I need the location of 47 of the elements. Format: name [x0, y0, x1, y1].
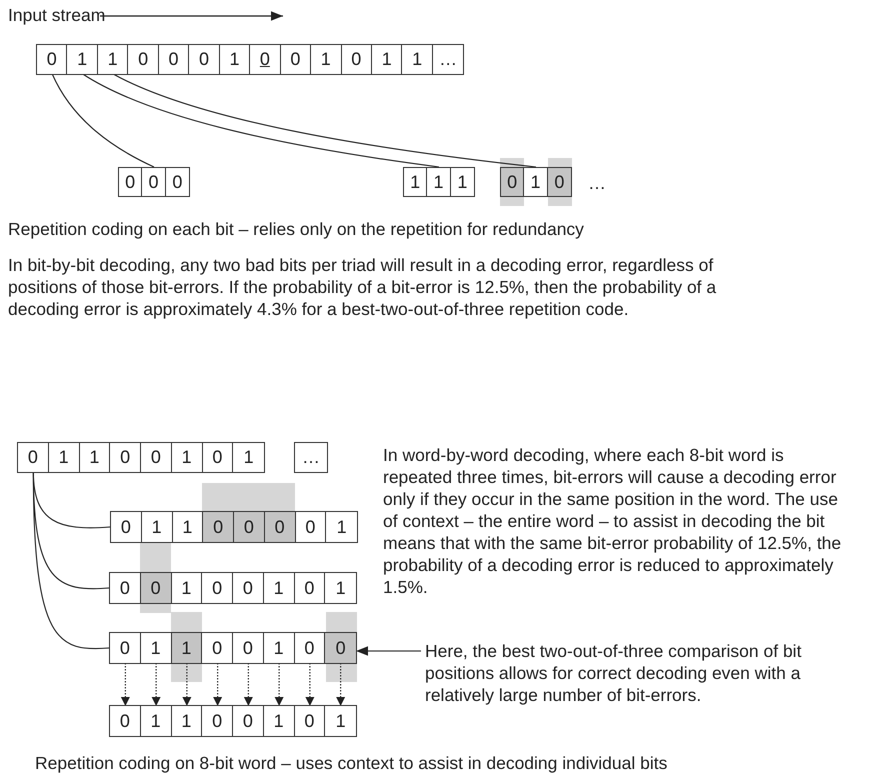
dotted-arrow [182, 663, 192, 706]
dotted-arrow [305, 663, 314, 706]
connector-line [112, 74, 536, 168]
dotted-arrow [336, 663, 346, 706]
bit-cell: 0 [342, 45, 372, 74]
dotted-arrow [274, 663, 284, 706]
bit-cell: 0 [501, 168, 524, 196]
caption: Repetition coding on each bit – relies only on the repetition for redundancy [8, 218, 585, 240]
leader-arrow [356, 646, 421, 656]
bit-row [110, 511, 358, 543]
bit-cell: 0 [203, 512, 234, 542]
dotted-arrow [120, 663, 130, 706]
bit-cell: 0 [202, 443, 234, 472]
bit-cell: 0 [280, 45, 312, 74]
bit-row [36, 44, 464, 75]
bit-cell: 0 [294, 573, 326, 603]
stream-label: Input stream [8, 4, 106, 26]
bit-cell: 0 [234, 512, 265, 542]
dotted-arrow [213, 663, 222, 706]
bit-row [118, 167, 190, 197]
paragraph: In word-by-word decoding, where each 8-bit word is repeated three times, bit-errors will cause a decoding error only if they occur in the same position in the word. The use of context – the entire word – to assist in decoding the bit means that with the same bit-error probability of 12.5%, the probability of a decoding error is reduced to approximately 1.5%. [383, 444, 842, 598]
bit-cell: 0 [294, 633, 326, 663]
bit-cell: 1 [80, 443, 110, 472]
bit-row [109, 632, 357, 664]
bit-cell: 1 [220, 45, 250, 74]
connector-line [82, 74, 440, 168]
bit-row [17, 442, 265, 473]
ellipsis-box: … [294, 442, 328, 473]
bit-row [109, 572, 357, 604]
bit-cell: 0 [325, 633, 356, 663]
bit-cell: 1 [172, 633, 202, 663]
note-text: Here, the best two-out-of-three comparison of bit positions allows for correct decoding even with a relatively large number of bit-errors. [425, 640, 865, 706]
bit-cell: 1 [172, 706, 202, 736]
bit-row [500, 167, 572, 197]
caption: Repetition coding on 8-bit word – uses context to assist in decoding individual bits [35, 752, 668, 773]
bit-cell: 0 [548, 168, 571, 196]
bit-row [109, 705, 357, 737]
dotted-arrow [244, 663, 253, 706]
ellipsis: … [588, 172, 607, 194]
bit-row [403, 167, 475, 197]
paragraph: In bit-by-bit decoding, any two bad bits per triad will result in a decoding error, regardless of positions of those bit-errors. If the probability of a bit-error is 12.5%, then the probability of a decoding error is approximately 4.3% for a best-two-out-of-three repetition code. [8, 254, 718, 320]
dotted-arrow [152, 663, 161, 706]
connector-line [32, 472, 110, 650]
bit-cell: 0 [294, 706, 326, 736]
bit-cell: 0 [264, 512, 296, 542]
connector-line [52, 74, 154, 168]
bit-cell: 0 [140, 573, 172, 603]
